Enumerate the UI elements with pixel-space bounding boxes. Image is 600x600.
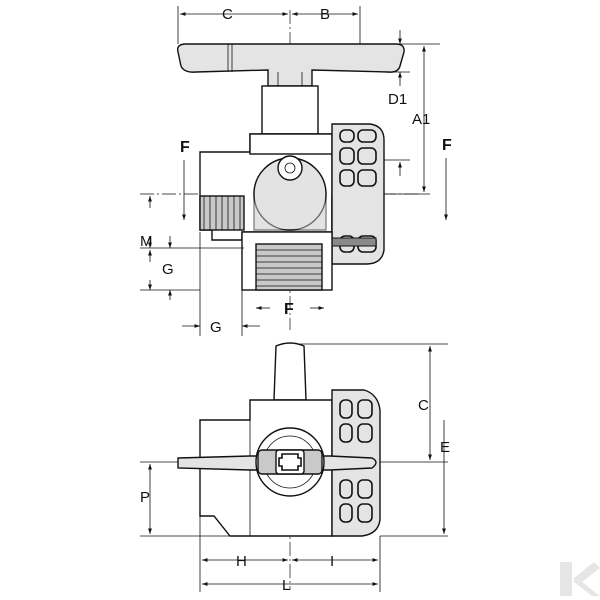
dimension-label-g-left: G xyxy=(162,261,174,278)
dimension-label-c-right: C xyxy=(418,397,429,414)
plan-view: C E P H I L xyxy=(140,342,450,594)
dimension-label-b-top: B xyxy=(320,6,330,23)
dimension-label-c-top: C xyxy=(222,6,233,23)
dimension-label-e: E xyxy=(440,439,450,456)
front-elevation-view: C B D1 A1 F F F M G xyxy=(140,6,452,336)
bottom-threaded-port xyxy=(255,243,323,291)
t-handle xyxy=(176,43,405,87)
position-indicator-icon xyxy=(278,453,302,471)
flow-label-f-right: F xyxy=(442,137,452,154)
dimension-label-g-bottom: G xyxy=(210,319,222,336)
dimension-label-d1: D1 xyxy=(388,91,407,108)
dimension-label-i: I xyxy=(330,553,334,570)
dimension-label-a1: A1 xyxy=(412,111,430,128)
valve-stem xyxy=(261,85,319,135)
dimension-label-m: M xyxy=(140,233,153,250)
dimension-label-h: H xyxy=(236,553,247,570)
plan-stem xyxy=(273,342,307,401)
union-nut xyxy=(331,123,385,265)
stem-bore xyxy=(277,155,303,181)
flow-label-f-bottom: F xyxy=(284,301,294,318)
dimension-label-l: L xyxy=(282,577,290,594)
flow-label-f-left: F xyxy=(180,139,190,156)
dimension-label-p: P xyxy=(140,489,150,506)
brand-k-logo xyxy=(560,562,600,596)
